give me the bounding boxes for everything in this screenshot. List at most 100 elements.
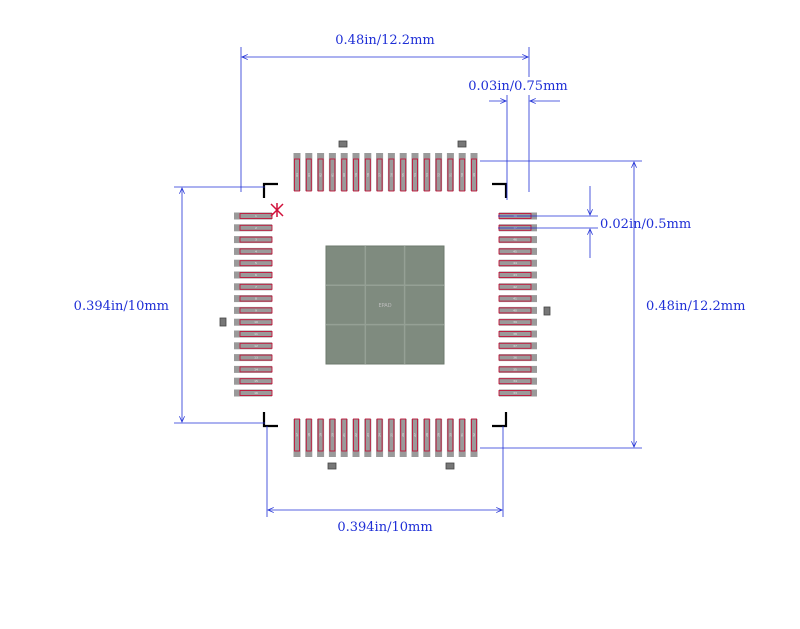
pin-bottom: 20	[328, 418, 336, 457]
pin-top: 56	[387, 153, 395, 192]
pin-left: 5	[234, 259, 273, 267]
pin-number-label: 6	[255, 273, 257, 277]
dim-pitch: 0.02in/0.5mm	[600, 217, 691, 232]
fiducial-marks	[219, 140, 551, 470]
pin-bottom: 32	[470, 418, 478, 457]
label-bg	[470, 77, 564, 95]
pins-bottom-row: 17 18 19 20 21 22 23 24 25 26 27 28 29 30 31 32	[293, 418, 478, 457]
dim-right-height: 0.48in/12.2mm	[646, 299, 745, 314]
pin-number-label: 52	[437, 173, 441, 177]
pin-number-label: 53	[425, 173, 429, 177]
pin-right: 37	[498, 342, 537, 350]
pin-number-label: 16	[254, 391, 258, 395]
pin-number-label: 28	[425, 433, 429, 437]
pin-number-label: 15	[254, 379, 258, 383]
pin-number-label: 61	[330, 173, 334, 177]
pin-top: 52	[435, 153, 443, 192]
pin-number-label: 59	[354, 173, 358, 177]
pin-bottom: 30	[446, 418, 454, 457]
pin-right: 39	[498, 318, 537, 326]
pin-number-label: 26	[401, 433, 405, 437]
body-outline-corners	[262, 182, 508, 428]
label-bg	[335, 30, 435, 48]
pin-number-label: 13	[254, 356, 258, 360]
pin-number-label: 36	[513, 356, 517, 360]
pin-number-label: 24	[378, 433, 382, 437]
pin-left: 13	[234, 354, 273, 362]
pin-number-label: 7	[255, 285, 257, 289]
label-bg	[644, 296, 740, 314]
pin-number-label: 32	[472, 433, 476, 437]
pin-top: 59	[352, 153, 360, 192]
pin-bottom: 22	[352, 418, 360, 457]
pin-number-label: 17	[295, 433, 299, 437]
pin-number-label: 38	[513, 332, 517, 336]
pin-left: 9	[234, 306, 273, 314]
fiducial-top-left	[338, 140, 348, 148]
pin-left: 4	[234, 247, 273, 255]
pin-left: 10	[234, 318, 273, 326]
pin-number-label: 34	[513, 379, 517, 383]
dim-bottom-width: 0.394in/10mm	[337, 520, 432, 535]
pin-number-label: 31	[460, 433, 464, 437]
pin-number-label: 51	[448, 173, 452, 177]
pin-top: 64	[293, 153, 301, 192]
dim-left-height: 0.394in/10mm	[74, 299, 169, 314]
pin-left: 14	[234, 365, 273, 373]
pin-number-label: 42	[513, 285, 517, 289]
pin-number-label: 29	[437, 433, 441, 437]
pin-bottom: 27	[411, 418, 419, 457]
pin-number-label: 22	[354, 433, 358, 437]
pin-top: 60	[340, 153, 348, 192]
pin-number-label: 40	[513, 308, 517, 312]
pin-top: 53	[423, 153, 431, 192]
pin-number-label: 19	[319, 433, 323, 437]
pin-right: 41	[498, 295, 537, 303]
pin-bottom: 23	[364, 418, 372, 457]
epad-label: EPAD	[378, 303, 391, 309]
pin-number-label: 9	[255, 308, 257, 312]
pin-bottom: 28	[423, 418, 431, 457]
dimension-lines	[174, 47, 642, 517]
pin-right: 33	[498, 389, 537, 397]
pin-top: 51	[446, 153, 454, 192]
pin-number-label: 10	[254, 320, 258, 324]
fiducial-bottom-right	[445, 462, 455, 470]
pin-right: 43	[498, 271, 537, 279]
pin-number-label: 2	[255, 226, 257, 230]
pin-left: 12	[234, 342, 273, 350]
pin-left: 16	[234, 389, 273, 397]
pin-number-label: 55	[401, 173, 405, 177]
pin-number-label: 63	[307, 173, 311, 177]
pin-number-label: 18	[307, 433, 311, 437]
pin-bottom: 29	[435, 418, 443, 457]
pin-left: 15	[234, 377, 273, 385]
pin-number-label: 54	[413, 173, 417, 177]
pin-bottom: 21	[340, 418, 348, 457]
pin-number-label: 33	[513, 391, 517, 395]
pin-number-label: 58	[366, 173, 370, 177]
pin-right: 45	[498, 247, 537, 255]
pin-right: 35	[498, 365, 537, 373]
pin-bottom: 25	[387, 418, 395, 457]
pin-number-label: 25	[389, 433, 393, 437]
pin-top: 58	[364, 153, 372, 192]
pin-top: 61	[328, 153, 336, 192]
pin-number-label: 46	[513, 238, 517, 242]
fiducial-top-right	[457, 140, 467, 148]
pin-number-label: 35	[513, 367, 517, 371]
pin-bottom: 31	[458, 418, 466, 457]
pin1-marker-icon	[270, 203, 284, 217]
pin-top: 55	[399, 153, 407, 192]
pin-right: 34	[498, 377, 537, 385]
pin-top: 50	[458, 153, 466, 192]
pin-bottom: 17	[293, 418, 301, 457]
pin-top: 49	[470, 153, 478, 192]
pin-right: 42	[498, 283, 537, 291]
pin-number-label: 50	[460, 173, 464, 177]
pin-number-label: 14	[254, 367, 258, 371]
pin-number-label: 20	[330, 433, 334, 437]
